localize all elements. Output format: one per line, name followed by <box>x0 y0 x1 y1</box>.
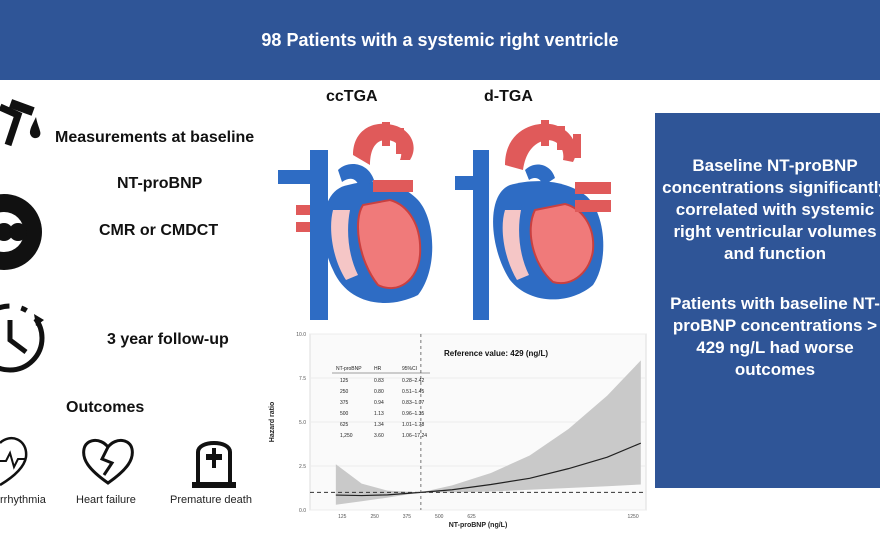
conclusions-box: Baseline NT-proBNP concentrations signif… <box>655 113 880 488</box>
cctga-label: ccTGA <box>326 88 378 105</box>
x-tick-label: 500 <box>435 514 444 520</box>
table-cell: 250 <box>340 389 349 395</box>
table-cell: 3.60 <box>374 433 384 439</box>
y-tick-label: 10.0 <box>296 332 306 338</box>
table-cell: 625 <box>340 422 349 428</box>
title-banner: 98 Patients with a systemic right ventri… <box>0 0 880 80</box>
x-tick-label: 625 <box>467 514 476 520</box>
table-cell: 0.80 <box>374 389 384 395</box>
ntprobnp-label: NT-proBNP <box>117 175 203 192</box>
y-tick-label: 0.0 <box>299 508 306 514</box>
broken-heart-icon <box>82 439 134 485</box>
table-cell: 0.96–1.35 <box>402 411 424 417</box>
conclusion-correlation: Baseline NT-proBNP concentrations signif… <box>662 156 880 263</box>
confidence-band <box>335 360 641 505</box>
hazard-ratio-table: NT-proBNP HR 95%CI 125 0.83 0.28–2.42 250 0.80 0… <box>332 366 430 439</box>
table-cell: 1,250 <box>340 433 353 439</box>
x-axis-label: NT-proBNP (ng/L) <box>449 522 508 529</box>
reference-annotation: Reference value: 429 (ng/L) <box>444 349 548 358</box>
table-cell: 95%CI <box>402 366 417 372</box>
x-tick-label: 250 <box>370 514 379 520</box>
arrhythmia-heart-icon <box>0 437 28 487</box>
mri-scanner-icon <box>0 194 42 270</box>
table-cell: 500 <box>340 411 349 417</box>
y-tick-label: 7.5 <box>299 376 306 382</box>
x-tick-label: 125 <box>338 514 347 520</box>
dtga-heart-illustration <box>455 120 611 320</box>
y-axis-label: Hazard ratio <box>269 402 276 442</box>
table-cell: 0.51–1.45 <box>402 389 424 395</box>
table-cell: 125 <box>340 378 349 384</box>
outcomes-title: Outcomes <box>66 399 145 416</box>
table-cell: 1.34 <box>374 422 384 428</box>
dtga-label: d-TGA <box>484 88 533 105</box>
x-tick-label: 1250 <box>628 514 639 520</box>
conclusion-outcomes: Patients with baseline NT-proBNP concent… <box>670 294 880 379</box>
x-tick-label: 375 <box>403 514 412 520</box>
outcome-heart-failure: Heart failure <box>76 494 136 506</box>
outcome-arrhythmia: rrhythmia <box>0 494 46 506</box>
measurements-label: Measurements at baseline <box>55 129 255 146</box>
y-tick-label: 5.0 <box>299 420 306 426</box>
y-tick-label: 2.5 <box>299 464 306 470</box>
table-cell: 0.83 <box>374 378 384 384</box>
hazard-ratio-curve <box>335 442 642 497</box>
hazard-ratio-chart: 0.0 2.5 5.0 7.5 10.0 125 250 375 500 625 1250 Haz… <box>262 330 654 530</box>
table-cell: 375 <box>340 400 349 406</box>
table-cell: NT-proBNP <box>336 366 362 372</box>
table-cell: 1.13 <box>374 411 384 417</box>
table-cell: 1.06–17.24 <box>402 433 427 439</box>
hazard-ratio-plot: 0.0 2.5 5.0 7.5 10.0 125 250 375 500 625 1250 Haz… <box>269 332 647 529</box>
followup-label: 3 year follow-up <box>107 331 229 348</box>
table-cell: 0.28–2.42 <box>402 378 424 384</box>
cctga-heart-illustration <box>278 122 433 320</box>
tombstone-icon <box>192 441 236 488</box>
table-cell: 0.83–1.07 <box>402 400 424 406</box>
table-cell: 1.01–1.78 <box>402 422 424 428</box>
clock-followup-icon <box>0 303 45 373</box>
cmr-label: CMR or CMDCT <box>99 222 219 239</box>
blood-drop-icon <box>0 99 41 147</box>
banner-title: 98 Patients with a systemic right ventri… <box>261 29 619 50</box>
table-cell: HR <box>374 366 382 372</box>
table-cell: 0.94 <box>374 400 384 406</box>
outcome-premature-death: Premature death <box>170 494 252 506</box>
